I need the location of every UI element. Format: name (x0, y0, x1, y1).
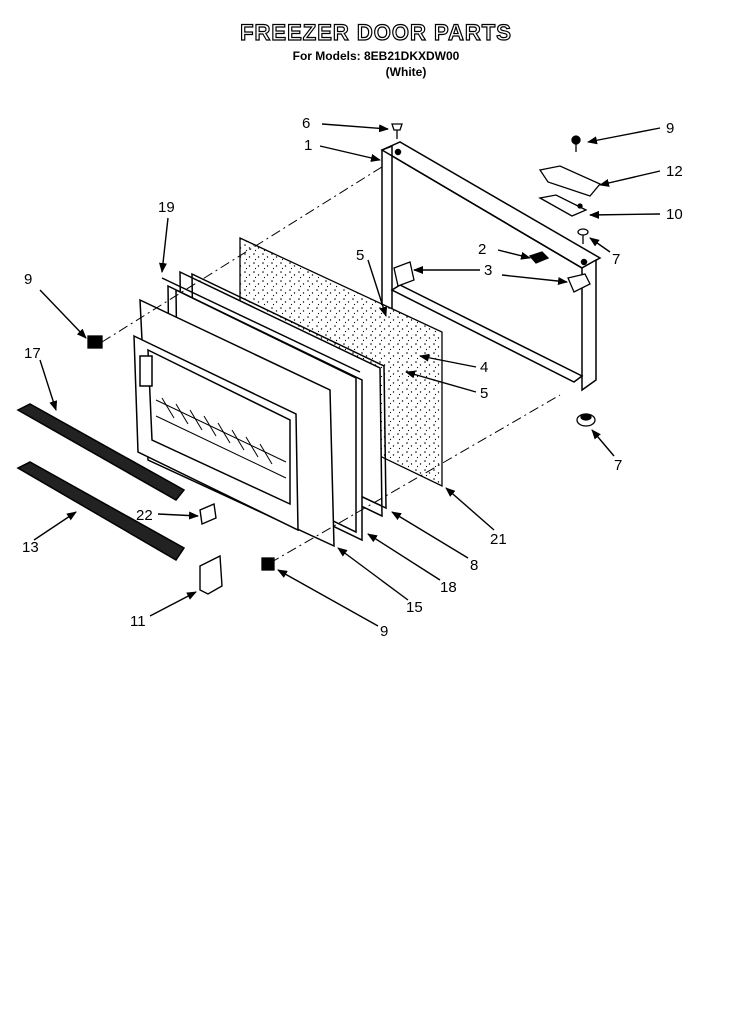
callout-3-right: 3 (488, 262, 496, 279)
leader-arrows (33, 123, 661, 627)
callout-12: 12 (666, 163, 683, 180)
callout-2: 2 (478, 241, 486, 258)
callout-11: 11 (130, 613, 146, 630)
handle-trim (16, 403, 186, 562)
callout-10: 10 (666, 206, 683, 223)
callout-21: 21 (490, 531, 507, 548)
callout-8: 8 (470, 557, 478, 574)
callout-7-bottom: 7 (614, 457, 622, 474)
clips (199, 502, 223, 595)
alignment-lines (101, 164, 561, 564)
callout-5-lower: 5 (480, 385, 488, 402)
callout-labels: 6 1 9 12 10 7 2 3 3 19 5 9 4 5 17 7 21 2… (22, 115, 683, 640)
callout-17: 17 (24, 345, 41, 362)
callout-4: 4 (480, 359, 488, 376)
page-title: FREEZER DOOR PARTS (239, 19, 512, 45)
callout-15: 15 (406, 599, 423, 616)
callout-9-bottom: 9 (380, 623, 388, 640)
callout-5-upper: 5 (356, 247, 364, 264)
callout-7-top: 7 (612, 251, 620, 268)
callout-6: 6 (302, 115, 310, 132)
door-frame (380, 141, 602, 392)
callout-13: 13 (22, 539, 39, 556)
color-note: (White) (385, 65, 427, 79)
callout-19: 19 (158, 199, 175, 216)
callout-3-left: 3 (484, 262, 492, 279)
model-number: For Models: 8EB21DKXDW00 (292, 49, 460, 63)
callout-22: 22 (136, 507, 153, 524)
callout-1: 1 (304, 137, 312, 154)
callout-18: 18 (440, 579, 457, 596)
callout-9-left: 9 (24, 271, 32, 288)
hinge-parts (393, 135, 602, 293)
callout-9-top: 9 (666, 120, 674, 137)
door-liner (133, 298, 335, 548)
